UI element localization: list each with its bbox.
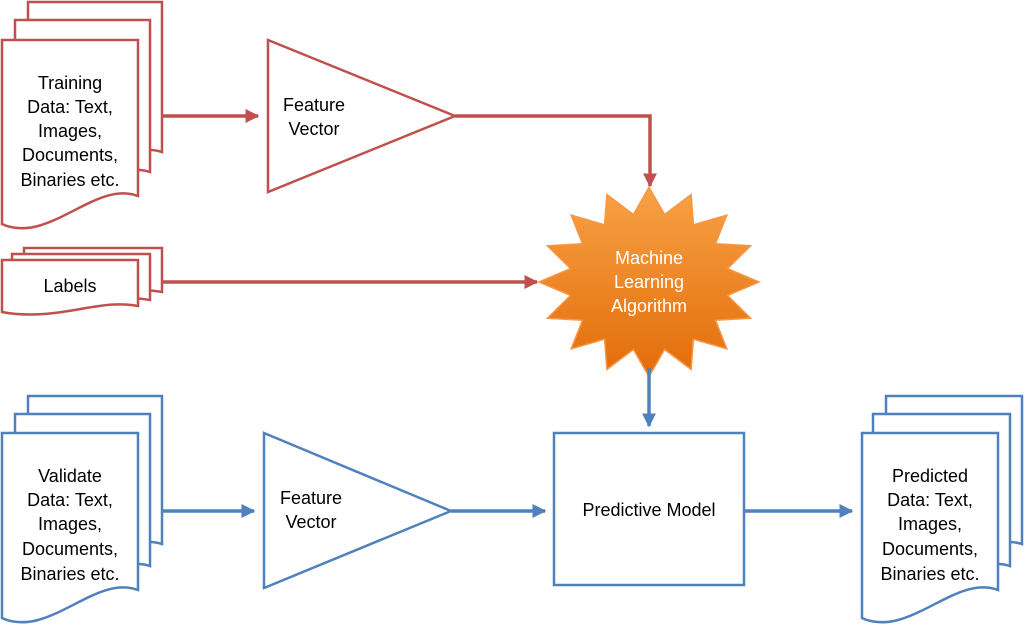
training-doc-line-5: Binaries etc.	[20, 170, 119, 190]
predicted-doc-front	[860, 431, 1000, 624]
validate-doc-line-3: Images,	[38, 514, 102, 534]
algorithm-line-3: Algorithm	[611, 296, 687, 316]
predictive-model-box	[552, 431, 746, 587]
validate-feature-line-2: Vector	[285, 512, 336, 532]
predicted-data-document-stack	[860, 394, 1024, 624]
training-doc-front	[0, 38, 140, 230]
algorithm-line-1: Machine	[615, 248, 683, 268]
predicted-doc-line-5: Binaries etc.	[880, 564, 979, 584]
training-doc-line-1: Training	[38, 73, 102, 93]
predicted-doc-line-4: Documents,	[882, 539, 978, 559]
predictive-model-text: Predictive Model	[582, 500, 715, 520]
training-feature-line-2: Vector	[288, 119, 339, 139]
training-feature-vector-triangle	[266, 38, 459, 194]
validate-doc-line-2: Data: Text,	[27, 490, 113, 510]
validate-doc-line-5: Binaries etc.	[20, 564, 119, 584]
labels-doc-front	[0, 258, 140, 316]
feature-to-algorithm-arrow	[455, 114, 657, 188]
validate-data-document-stack	[0, 394, 164, 624]
training-data-document-stack	[0, 0, 164, 230]
validate-doc-line-1: Validate	[38, 466, 102, 486]
validate-feature-line-1: Feature	[280, 488, 342, 508]
training-doc-line-3: Images,	[38, 121, 102, 141]
training-doc-line-4: Documents,	[22, 145, 118, 165]
predicted-doc-line-2: Data: Text,	[887, 490, 973, 510]
validate-doc-line-4: Documents,	[22, 539, 118, 559]
algorithm-line-2: Learning	[614, 272, 684, 292]
validate-doc-front	[0, 431, 140, 624]
training-feature-line-1: Feature	[283, 95, 345, 115]
training-doc-line-2: Data: Text,	[27, 97, 113, 117]
predicted-doc-line-1: Predicted	[892, 466, 968, 486]
labels-text: Labels	[43, 276, 96, 296]
predicted-doc-line-3: Images,	[898, 514, 962, 534]
labels-document-stack	[0, 246, 164, 316]
validate-feature-vector-triangle	[262, 431, 455, 590]
